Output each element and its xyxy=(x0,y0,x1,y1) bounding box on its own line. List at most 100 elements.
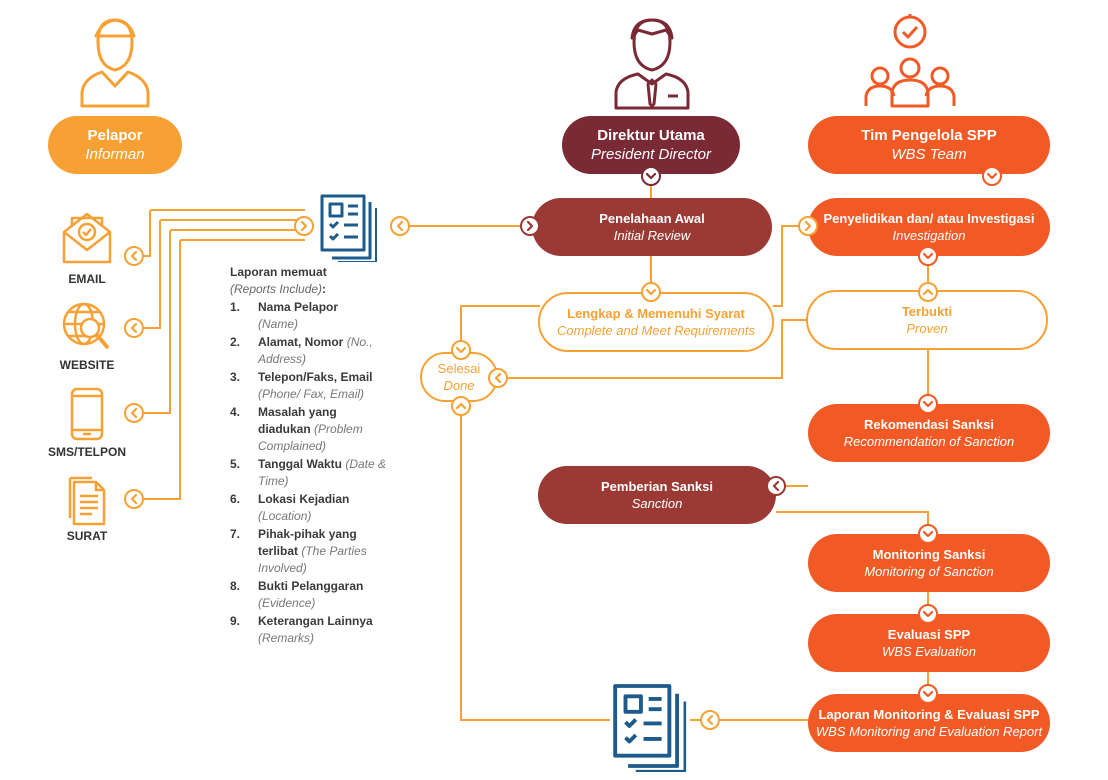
sanction-title: Pemberian Sanksi xyxy=(601,479,713,494)
director-title: Direktur Utama xyxy=(597,127,705,144)
list-item-number: 5. xyxy=(230,457,241,471)
monitoring-node: Monitoring Sanksi Monitoring of Sanction xyxy=(808,534,1050,592)
chevron-right-icon xyxy=(520,216,540,236)
list-item-label: Bukti Pelanggaran xyxy=(258,579,364,593)
chevron-down-icon xyxy=(918,394,938,414)
recommendation-subtitle: Recommendation of Sanction xyxy=(843,434,1015,449)
done-title: Selesai xyxy=(437,361,481,376)
chevron-down-icon xyxy=(641,166,661,186)
list-item-label: Pihak-pihak yang terlibat xyxy=(258,527,357,558)
proven-title: Terbukti xyxy=(901,304,953,319)
list-item-label: Tanggal Waktu xyxy=(258,457,342,471)
complete-subtitle: Complete and Meet Requirements xyxy=(557,323,755,338)
letter-icon xyxy=(68,476,106,526)
list-item-sub: (Evidence) xyxy=(258,596,316,610)
list-item-label: Masalah yang diadukan xyxy=(258,405,337,436)
report-list-heading: Laporan memuat xyxy=(230,265,327,279)
list-item-sub: (Problem Complained) xyxy=(258,422,363,453)
reporter-pill: Pelapor Informan xyxy=(48,116,182,174)
chevron-right-icon xyxy=(798,216,818,236)
list-item: 9. Keterangan Lainnya (Remarks) xyxy=(230,613,390,647)
chevron-down-icon xyxy=(451,340,471,360)
channel-label-surat: SURAT xyxy=(66,529,108,543)
list-item: 2. Alamat, Nomor (No., Address) xyxy=(230,334,390,368)
chevron-down-icon xyxy=(918,246,938,266)
list-item-sub: (Date & Time) xyxy=(258,457,387,488)
report-list-heading-sub: (Reports Include) xyxy=(230,282,323,296)
list-item-label: Telepon/Faks, Email xyxy=(258,370,373,384)
channel-label-email: EMAIL xyxy=(68,272,106,286)
director-subtitle: President Director xyxy=(590,146,712,163)
list-item-sub: (Remarks) xyxy=(258,631,314,645)
sanction-subtitle: Sanction xyxy=(631,496,683,511)
chevron-left-icon xyxy=(124,246,144,266)
chevron-left-icon xyxy=(124,489,144,509)
initial-review-title: Penelahaan Awal xyxy=(599,211,705,226)
list-item: 1. Nama Pelapor (Name) xyxy=(230,299,390,333)
chevron-down-icon xyxy=(918,524,938,544)
list-item-number: 6. xyxy=(230,492,241,506)
chevron-left-icon xyxy=(488,368,508,388)
evaluation-subtitle: WBS Evaluation xyxy=(882,644,976,659)
reporter-person-icon xyxy=(80,18,150,108)
chevron-right-icon xyxy=(294,216,314,236)
chevron-left-icon xyxy=(766,476,786,496)
report-list-colon: : xyxy=(322,282,327,296)
list-item: 5. Tanggal Waktu (Date & Time) xyxy=(230,456,390,490)
final-report-subtitle: WBS Monitoring and Evaluation Report xyxy=(815,724,1043,739)
chevron-down-icon xyxy=(918,684,938,704)
team-subtitle: WBS Team xyxy=(891,146,967,163)
reporter-title: Pelapor xyxy=(87,127,143,144)
list-item-number: 3. xyxy=(230,370,241,384)
monitoring-subtitle: Monitoring of Sanction xyxy=(864,564,994,579)
team-pill: Tim Pengelola SPP WBS Team xyxy=(808,116,1050,174)
recommendation-title: Rekomendasi Sanksi xyxy=(863,417,995,432)
final-report-document-icon xyxy=(613,684,687,772)
director-person-icon xyxy=(614,18,690,110)
chevron-down-icon xyxy=(641,282,661,302)
list-item-label: Alamat, Nomor xyxy=(258,335,344,349)
chevron-down-icon xyxy=(982,166,1002,186)
list-item: 7. Pihak-pihak yang terlibat (The Parties… xyxy=(230,526,390,577)
list-item-label: Keterangan Lainnya xyxy=(258,614,373,628)
list-item-number: 8. xyxy=(230,579,241,593)
globe-search-icon xyxy=(62,302,110,350)
sanction-node: Pemberian Sanksi Sanction xyxy=(538,466,776,524)
list-item: 3. Telepon/Faks, Email (Phone/ Fax, Email) xyxy=(230,369,390,403)
chevron-left-icon xyxy=(390,216,410,236)
list-item: 4. Masalah yang diadukan (Problem Complai… xyxy=(230,404,390,455)
list-item: 8. Bukti Pelanggaran (Evidence) xyxy=(230,578,390,612)
list-item-label: Nama Pelapor xyxy=(258,300,339,314)
chevron-up-icon xyxy=(451,396,471,416)
list-item-sub: (Phone/ Fax, Email) xyxy=(258,387,365,401)
list-item-sub: (Location) xyxy=(258,509,312,523)
proven-subtitle: Proven xyxy=(906,321,948,336)
report-document-icon xyxy=(320,194,377,262)
final-report-title: Laporan Monitoring & Evaluasi SPP xyxy=(818,707,1040,722)
chevron-left-icon xyxy=(700,710,720,730)
channel-label-website: WEBSITE xyxy=(59,358,115,372)
list-item-number: 7. xyxy=(230,527,241,541)
list-item-sub: (No., Address) xyxy=(258,335,373,366)
chevron-down-icon xyxy=(918,604,938,624)
reporter-subtitle: Informan xyxy=(85,146,145,163)
list-item: 6.Lokasi Kejadian(Location) xyxy=(230,491,390,525)
investigation-subtitle: Investigation xyxy=(892,228,966,243)
team-people-icon xyxy=(864,14,956,108)
chevron-left-icon xyxy=(124,403,144,423)
team-title: Tim Pengelola SPP xyxy=(861,127,997,144)
list-item-number: 1. xyxy=(230,300,241,314)
evaluation-title: Evaluasi SPP xyxy=(887,627,971,642)
list-item-number: 9. xyxy=(230,614,241,628)
investigation-title: Penyelidikan dan/ atau Investigasi xyxy=(823,211,1035,226)
list-item-sub: (Name) xyxy=(258,317,299,331)
complete-title: Lengkap & Memenuhi Syarat xyxy=(567,306,745,321)
list-item-number: 4. xyxy=(230,405,241,419)
chevron-left-icon xyxy=(124,318,144,338)
phone-icon xyxy=(70,387,104,441)
list-item-number: 2. xyxy=(230,335,241,349)
channel-label-sms: SMS/TELPON xyxy=(47,445,126,459)
monitoring-title: Monitoring Sanksi xyxy=(872,547,986,562)
list-item-sub: (The Parties Involved) xyxy=(258,544,367,575)
director-pill: Direktur Utama President Director xyxy=(562,116,740,174)
